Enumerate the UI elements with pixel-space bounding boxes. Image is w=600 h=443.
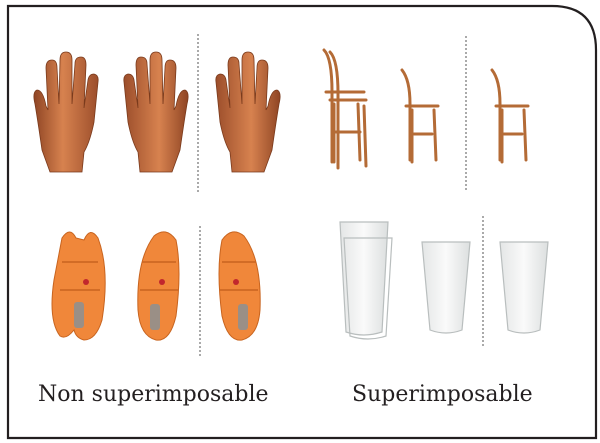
left-hand-icon (34, 52, 98, 172)
glass-icon (422, 242, 470, 333)
glass-icon (500, 242, 548, 333)
sandals-panel (52, 226, 260, 356)
stacked-sandals-icon (52, 232, 105, 340)
hands-panel (34, 34, 280, 192)
outer-frame (8, 6, 596, 438)
caption-superimposable: Superimposable (352, 382, 533, 407)
glasses-panel (340, 216, 548, 346)
right-hand-icon (124, 52, 188, 172)
sandal-icon (219, 232, 260, 340)
chairs-panel (324, 36, 528, 190)
chair-icon (402, 70, 438, 162)
hand-icon (216, 52, 280, 172)
stacked-glasses-icon (340, 222, 392, 339)
sandal-icon (138, 232, 179, 340)
chair-icon (492, 70, 528, 162)
stacked-chairs-icon (324, 50, 366, 168)
caption-non-superimposable: Non superimposable (38, 382, 269, 407)
